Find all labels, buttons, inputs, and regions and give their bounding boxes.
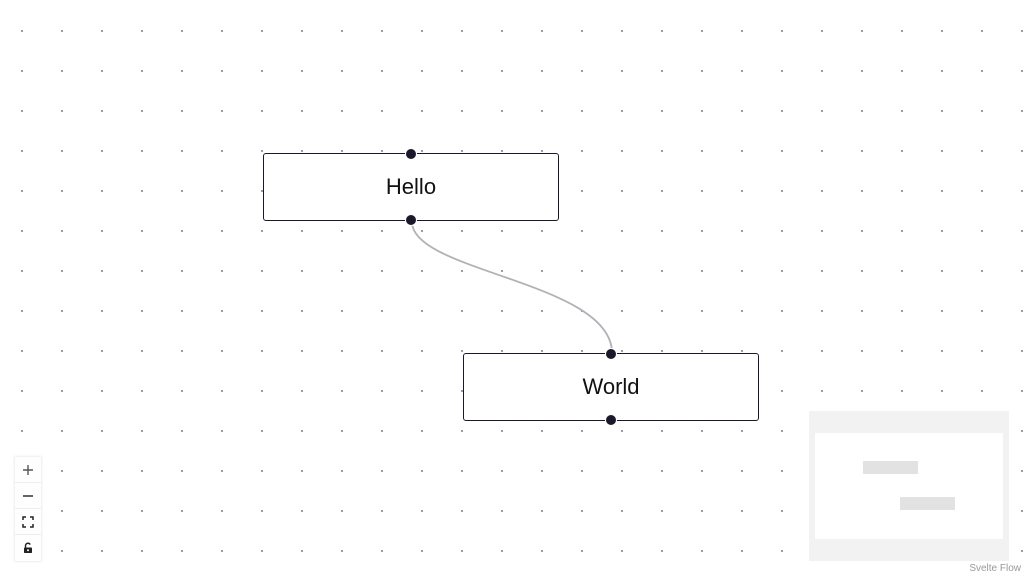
node-label: World — [582, 374, 640, 399]
lock-icon — [24, 542, 32, 553]
fit-view-button[interactable] — [15, 509, 41, 535]
node-label: Hello — [385, 174, 437, 199]
target-handle[interactable] — [405, 148, 417, 160]
zoom-out-button[interactable] — [15, 483, 41, 509]
minimap-node-hello — [863, 461, 918, 474]
plus-icon — [23, 464, 33, 475]
source-handle[interactable] — [605, 414, 617, 426]
edge-hello-to-world[interactable] — [411, 221, 613, 354]
minimap-node-world — [900, 497, 955, 510]
minimap-viewport[interactable] — [815, 433, 1003, 539]
minimap[interactable] — [809, 411, 1009, 561]
minus-icon — [23, 494, 33, 497]
fit-view-icon — [22, 515, 34, 528]
node-hello[interactable]: Hello — [263, 148, 559, 226]
flow-controls — [15, 457, 41, 561]
minimap-canvas — [815, 433, 1003, 539]
node-world[interactable]: World — [463, 348, 759, 426]
target-handle[interactable] — [605, 348, 617, 360]
toggle-interactivity-button[interactable] — [15, 535, 41, 561]
source-handle[interactable] — [405, 214, 417, 226]
zoom-in-button[interactable] — [15, 457, 41, 483]
attribution-link[interactable]: Svelte Flow — [966, 561, 1024, 576]
